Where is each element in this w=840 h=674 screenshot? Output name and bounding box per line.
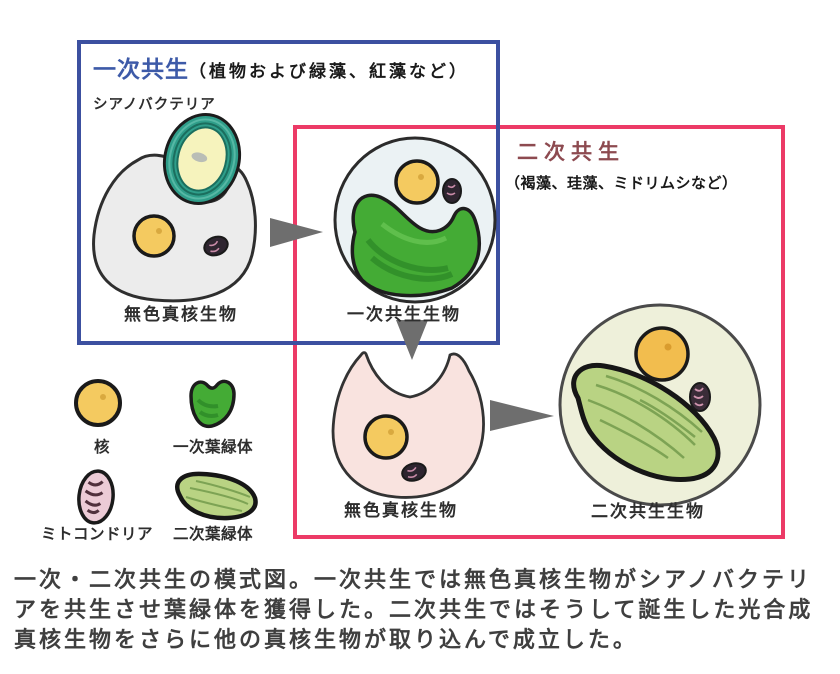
mitochondrion (442, 178, 462, 204)
primary-symbiont-label: 一次共生生物 (347, 305, 461, 325)
legend-secondary-chloroplast-swatch (175, 471, 258, 521)
secondary-symbiosis-box (293, 125, 785, 539)
arrow-right-icon (270, 218, 323, 247)
caption-line: アを共生させ葉緑体を獲得した。二次共生ではそうして誕生した光合成 (14, 598, 814, 623)
primary-symbiosis-heading: 一次共生（植物および緑藻、紅藻など） (93, 50, 469, 84)
arrow-right-icon (490, 400, 554, 431)
legend-secondary-chloroplast-label: 二次葉緑体 (172, 525, 254, 543)
pink-cell-body (331, 351, 485, 499)
primary-host-label: 無色真核生物 (124, 305, 238, 325)
nucleus-dot (418, 174, 424, 180)
nucleus (634, 326, 690, 382)
legend-art (74, 379, 258, 525)
colorless-eukaryote-cell-primary (92, 153, 257, 303)
cyanobacterium (162, 112, 242, 206)
nucleus-dot (156, 228, 162, 234)
secondary-host-label: 無色真核生物 (344, 501, 458, 521)
legend-primary-chloroplast-swatch (189, 379, 236, 428)
nucleus-dot (388, 429, 394, 435)
nucleus-dot (664, 343, 672, 351)
primary-symbiosis-box (77, 40, 500, 345)
legend-mitochondrion-swatch (77, 469, 115, 525)
caption-line: 一次・二次共生の模式図。一次共生では無色真核生物がシアノバクテリ (14, 568, 813, 593)
mitochondrion (689, 382, 711, 412)
caption-line: 真核生物をさらに他の真核生物が取り込んで成立した。 (14, 628, 638, 653)
primary-symbiosis-subtitle: （植物および緑藻、紅藻など） (189, 62, 469, 82)
colorless-eukaryote-cell-secondary (331, 351, 485, 499)
secondary-symbiosis-title: 二次共生 (517, 140, 625, 164)
nucleus (132, 214, 176, 258)
figure-caption: 一次・二次共生の模式図。一次共生では無色真核生物がシアノバクテリ アを共生させ葉… (14, 566, 813, 656)
cyanobacteria-label: シアノバクテリア (93, 97, 216, 113)
nucleus (363, 414, 409, 460)
secondary-chloroplast (571, 362, 721, 483)
legend-mitochondria-label: ミトコンドリア (40, 525, 154, 543)
legend-nucleus-swatch (74, 379, 122, 427)
mitochondrion (401, 462, 427, 482)
mitochondrion (203, 235, 229, 257)
nucleus (394, 159, 440, 205)
secondary-symbiont-cell (558, 303, 762, 507)
legend-nucleus-label: 核 (93, 438, 111, 456)
arrow-down-icon (396, 320, 428, 360)
primary-symbiont-cell (333, 136, 497, 304)
primary-symbiosis-title: 一次共生 (93, 57, 189, 83)
secondary-symbiosis-heading: 二次共生 （褐藻、珪藻、ミドリムシなど） (505, 136, 738, 193)
legend-primary-chloroplast-label: 一次葉緑体 (172, 438, 254, 456)
secondary-symbiosis-subtitle: （褐藻、珪藻、ミドリムシなど） (505, 174, 738, 192)
secondary-symbiont-label: 二次共生生物 (591, 502, 705, 522)
